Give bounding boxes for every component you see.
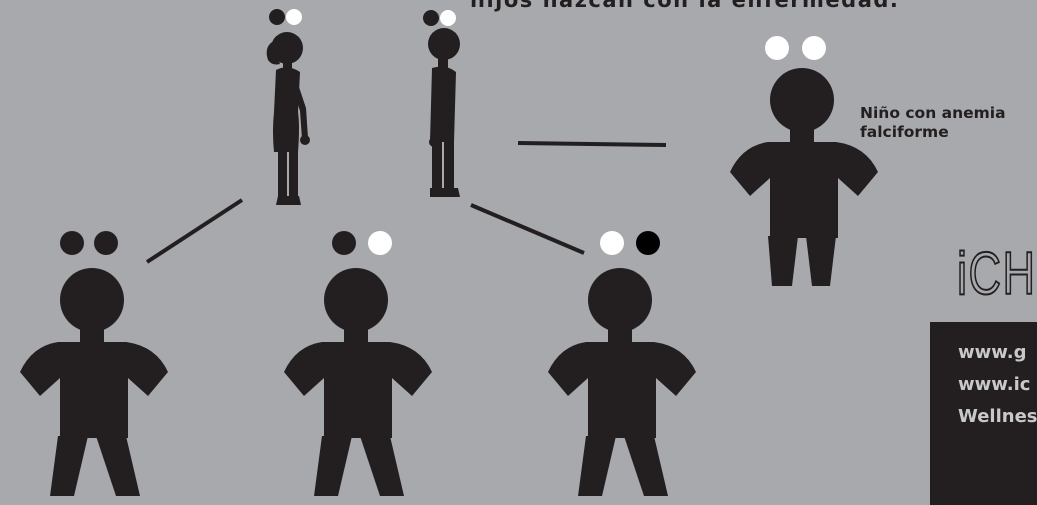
- allele-dot: [600, 231, 624, 255]
- child-label: Niño con anemia falciforme: [860, 104, 1006, 141]
- allele-dot: [765, 36, 789, 60]
- link-3[interactable]: Wellnes: [958, 406, 1037, 427]
- allele-dot: [60, 231, 84, 255]
- allele-dot: [269, 9, 285, 25]
- links-panel: www.g www.ic Wellnes: [930, 322, 1037, 505]
- allele-dot: [440, 10, 456, 26]
- connector-line-left: [145, 198, 244, 264]
- brand-logo-text: iCH: [956, 240, 1037, 307]
- allele-dot: [636, 231, 660, 255]
- link-1[interactable]: www.g: [958, 342, 1027, 363]
- allele-dot: [94, 231, 118, 255]
- allele-dot: [368, 231, 392, 255]
- child-1-figure: [20, 231, 168, 496]
- connector-line-parents-child: [517, 141, 667, 147]
- top-caption: hijos nazcan con la enfermedad.: [470, 0, 900, 12]
- allele-dot: [802, 36, 826, 60]
- link-2[interactable]: www.ic: [958, 374, 1031, 395]
- mother-figure: [266, 9, 310, 205]
- child-3-figure: [548, 231, 696, 496]
- connector-line-right: [470, 203, 585, 255]
- allele-dot: [286, 9, 302, 25]
- child-sickle-cell-figure: [730, 36, 878, 286]
- allele-dot: [423, 10, 439, 26]
- child-2-figure: [284, 231, 432, 496]
- allele-dot: [332, 231, 356, 255]
- father-figure: [423, 10, 460, 197]
